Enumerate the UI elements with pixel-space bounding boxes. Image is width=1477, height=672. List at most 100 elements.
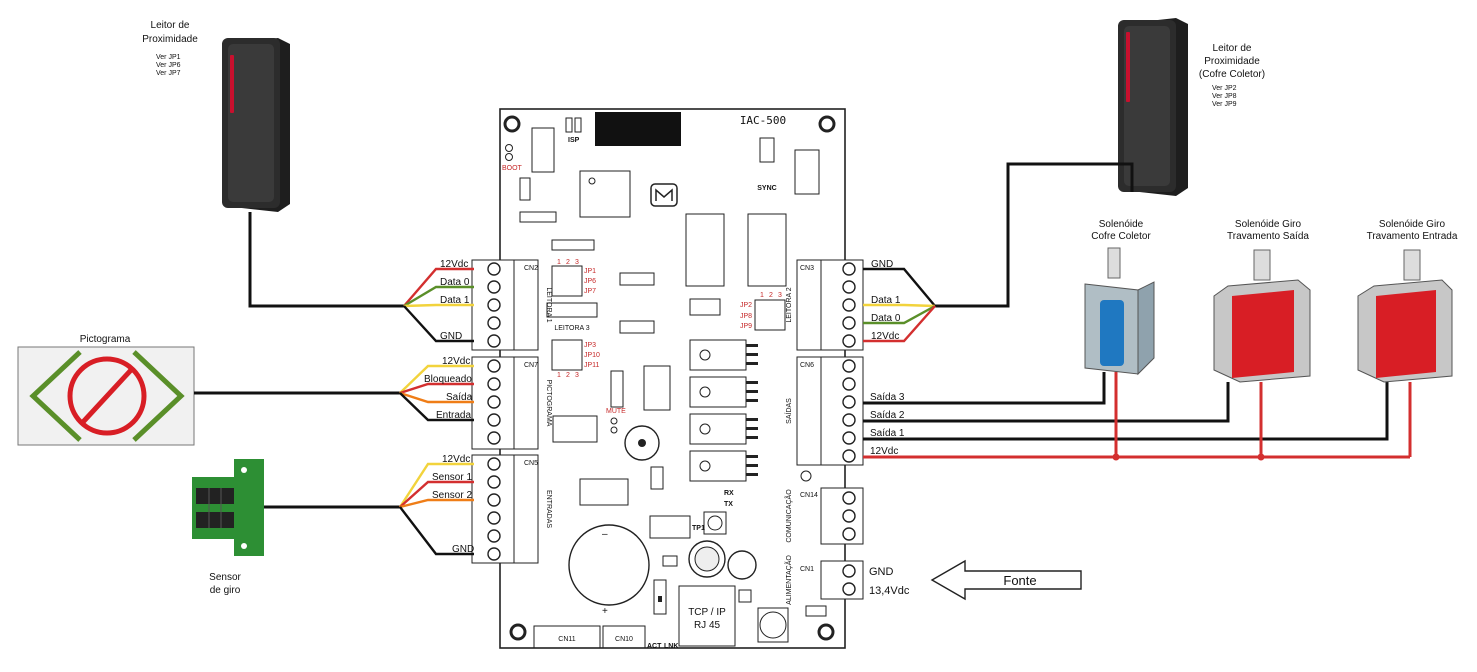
- battery-plus: +: [602, 606, 608, 617]
- cn3-label-data1: Data 1: [871, 295, 901, 306]
- bottom-right-circle: [759, 611, 787, 639]
- sensor-board-ext: [192, 477, 246, 539]
- cn7-wire-saida: [399, 391, 474, 404]
- cn6-screw-3: [842, 395, 856, 409]
- solenoid-entrada: Solenóide Giro Travamento Entrada: [1357, 219, 1458, 383]
- cn5-body: [471, 454, 515, 564]
- ic-small-3: [619, 320, 655, 334]
- wires: [194, 162, 1412, 556]
- mcu-pin1-mark: [588, 177, 596, 185]
- cn6-screw-1: [842, 359, 856, 373]
- jp-num-left-b2: 2: [566, 372, 570, 379]
- regulator-1-hole: [699, 349, 711, 361]
- cn7-screw-1: [487, 359, 501, 373]
- reader-2-title-line3: (Cofre Coletor): [1199, 69, 1265, 80]
- cn5-wire-gnd: [399, 506, 474, 556]
- solenoid-cofre: Solenóide Cofre Coletor: [1084, 219, 1155, 376]
- cn7-side-label: PICTOGRAMA: [545, 380, 552, 427]
- cn3-screw-2: [842, 280, 856, 294]
- cn3-screw-1: [842, 262, 856, 276]
- sync-label: SYNC: [757, 185, 776, 192]
- cn3-wire-12vdc: [863, 305, 936, 343]
- reader-2-cable: [935, 162, 1134, 308]
- cn5-side-label: ENTRADAS: [545, 490, 552, 528]
- pictogram-arrow-right: [132, 350, 185, 442]
- cn3-header: [796, 259, 822, 351]
- cn1-body: [820, 560, 864, 600]
- jumper-jp3: JP3: [584, 342, 596, 349]
- cn14-side-label: COMUNICAÇÃO: [784, 489, 793, 543]
- component-vertical: [610, 370, 624, 408]
- solenoid-1-plunger: [1107, 247, 1121, 279]
- terminal-cn1: CN1 ALIMENTAÇÃO: [784, 555, 864, 605]
- cn5-screw-5: [487, 529, 501, 543]
- cn5-label-12vdc: 12Vdc: [442, 454, 470, 465]
- solenoid-saida: Solenóide Giro Travamento Saída: [1213, 219, 1311, 383]
- jumper-jp8: JP8: [740, 313, 752, 320]
- cn6-side-label: SAÍDAS: [784, 398, 793, 424]
- electrolytic-cap: [727, 550, 757, 580]
- jp-num-left-2: 2: [566, 259, 570, 266]
- cn2-screw-4: [487, 316, 501, 330]
- junction-1: [1112, 453, 1120, 461]
- sensor-title-line2: de giro: [210, 585, 241, 596]
- power-arrow: [930, 559, 1082, 601]
- cn2-screw-1: [487, 262, 501, 276]
- tcpip-label-line2: RJ 45: [694, 620, 721, 631]
- cn3-wire-gnd: [863, 267, 936, 307]
- cn5-label-gnd: GND: [452, 544, 474, 555]
- cn5-screw-1: [487, 457, 501, 471]
- cn6-wire-saida2: [863, 382, 1230, 423]
- cn6-wire-saida3: [863, 372, 1106, 405]
- push-button: [703, 511, 727, 535]
- small-capacitor: [662, 555, 678, 567]
- solenoid-2-coil: [1232, 290, 1294, 378]
- cn14-id: CN14: [800, 492, 818, 499]
- mount-hole-tr: [818, 115, 836, 133]
- pcb-board: IAC-500 BOOT ISP SYNC 1 2 3 JP1 JP6 JP7 …: [499, 108, 846, 650]
- board-model: IAC-500: [740, 114, 786, 127]
- cn5-wire-sensor1: [399, 480, 474, 508]
- cn2-label-data0: Data 0: [440, 277, 470, 288]
- cn7-header: [513, 356, 539, 450]
- cn6-screw-6: [842, 449, 856, 463]
- pictogram-stop-bar: [81, 368, 133, 424]
- cn7-label-bloqueado: Bloqueado: [424, 374, 472, 385]
- jp-num-right-3: 3: [778, 292, 782, 299]
- mute-pin-2: [610, 426, 618, 434]
- cn1-id: CN1: [800, 566, 814, 573]
- small-triangle-box: [738, 589, 752, 603]
- jp-num-left-1: 1: [557, 259, 561, 266]
- mount-hole-tl: [503, 115, 521, 133]
- cn2-wire-12vdc: [403, 267, 474, 307]
- cn7-wire-12vdc: [399, 364, 474, 394]
- cn3-side-label: LEITORA 2: [786, 287, 793, 322]
- cn6-header: [796, 356, 822, 466]
- component-tp1: [649, 515, 691, 539]
- reader-2-title-line2: Proximidade: [1204, 56, 1260, 67]
- ic-center: [643, 365, 671, 411]
- solenoid-2-line1: Solenóide Giro: [1235, 219, 1302, 230]
- isp-label: ISP: [568, 137, 580, 144]
- cn6-indicator: [800, 470, 812, 482]
- relay-2: [747, 213, 787, 287]
- cn5-label-sensor1: Sensor 1: [432, 472, 472, 483]
- ic-bottom-left-2: [579, 478, 629, 506]
- tx-label: TX: [724, 501, 733, 508]
- cn2-label-data1: Data 1: [440, 295, 470, 306]
- pictogram-stop-circle: [67, 356, 147, 436]
- buzzer: [624, 425, 660, 461]
- solenoid-3-line2: Travamento Entrada: [1367, 231, 1458, 242]
- jumper-jp7: JP7: [584, 288, 596, 295]
- connector-cn11: [533, 625, 601, 649]
- reader-2-note-3: Ver JP9: [1212, 101, 1237, 108]
- cn3-label-data0: Data 0: [871, 313, 901, 324]
- cn6-screw-4: [842, 413, 856, 427]
- jp-num-left-3: 3: [575, 259, 579, 266]
- ic-top-right: [794, 149, 820, 195]
- jumper-jp6: JP6: [584, 278, 596, 285]
- lnk-label: LNK: [664, 643, 678, 650]
- reader-1-title-line2: Proximidade: [142, 34, 198, 45]
- cn7-label-entrada: Entrada: [436, 410, 471, 421]
